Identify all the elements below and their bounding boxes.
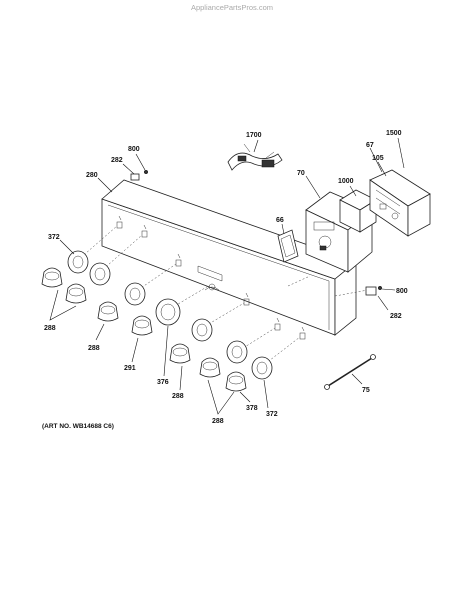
knob-bezels [67,250,273,380]
callout-800-top: 800 [128,146,140,153]
callout-288-bottom-pair: 288 [212,418,224,425]
callout-67: 67 [366,142,374,149]
callout-70: 70 [297,170,305,177]
callout-280: 280 [86,172,98,179]
callout-800-right: 800 [396,288,408,295]
callout-372-right: 372 [266,411,278,418]
callout-105: 105 [372,155,384,162]
circuit-board [369,169,431,237]
insulator-pad [277,229,299,263]
leader-lines [49,137,405,415]
callout-288-mid: 288 [88,345,100,352]
callout-1500: 1500 [386,130,402,137]
relay-block [339,189,377,233]
art-number: (ART NO. WB14688 C6) [42,423,114,430]
callout-66: 66 [276,217,284,224]
ground-wire [324,354,376,390]
left-screw-clip [130,169,149,181]
control-knobs [41,267,247,392]
callout-1700: 1700 [246,132,262,139]
callout-282-top: 282 [111,157,123,164]
callout-376: 376 [157,379,169,386]
callout-378: 378 [246,405,258,412]
callout-labels: 1700 800 282 280 1500 67 105 1000 70 66 … [44,130,408,425]
callout-288-left-pair: 288 [44,325,56,332]
panel-knob-markers [116,215,306,340]
wire-harness [227,143,283,171]
callout-372-left: 372 [48,234,60,241]
callout-291: 291 [124,365,136,372]
callout-282-right: 282 [390,313,402,320]
watermark: AppliancePartsPros.com [191,3,273,12]
callout-288-lower: 288 [172,393,184,400]
callout-75: 75 [362,387,370,394]
callout-1000: 1000 [338,178,354,185]
right-screw-clip [365,285,383,296]
